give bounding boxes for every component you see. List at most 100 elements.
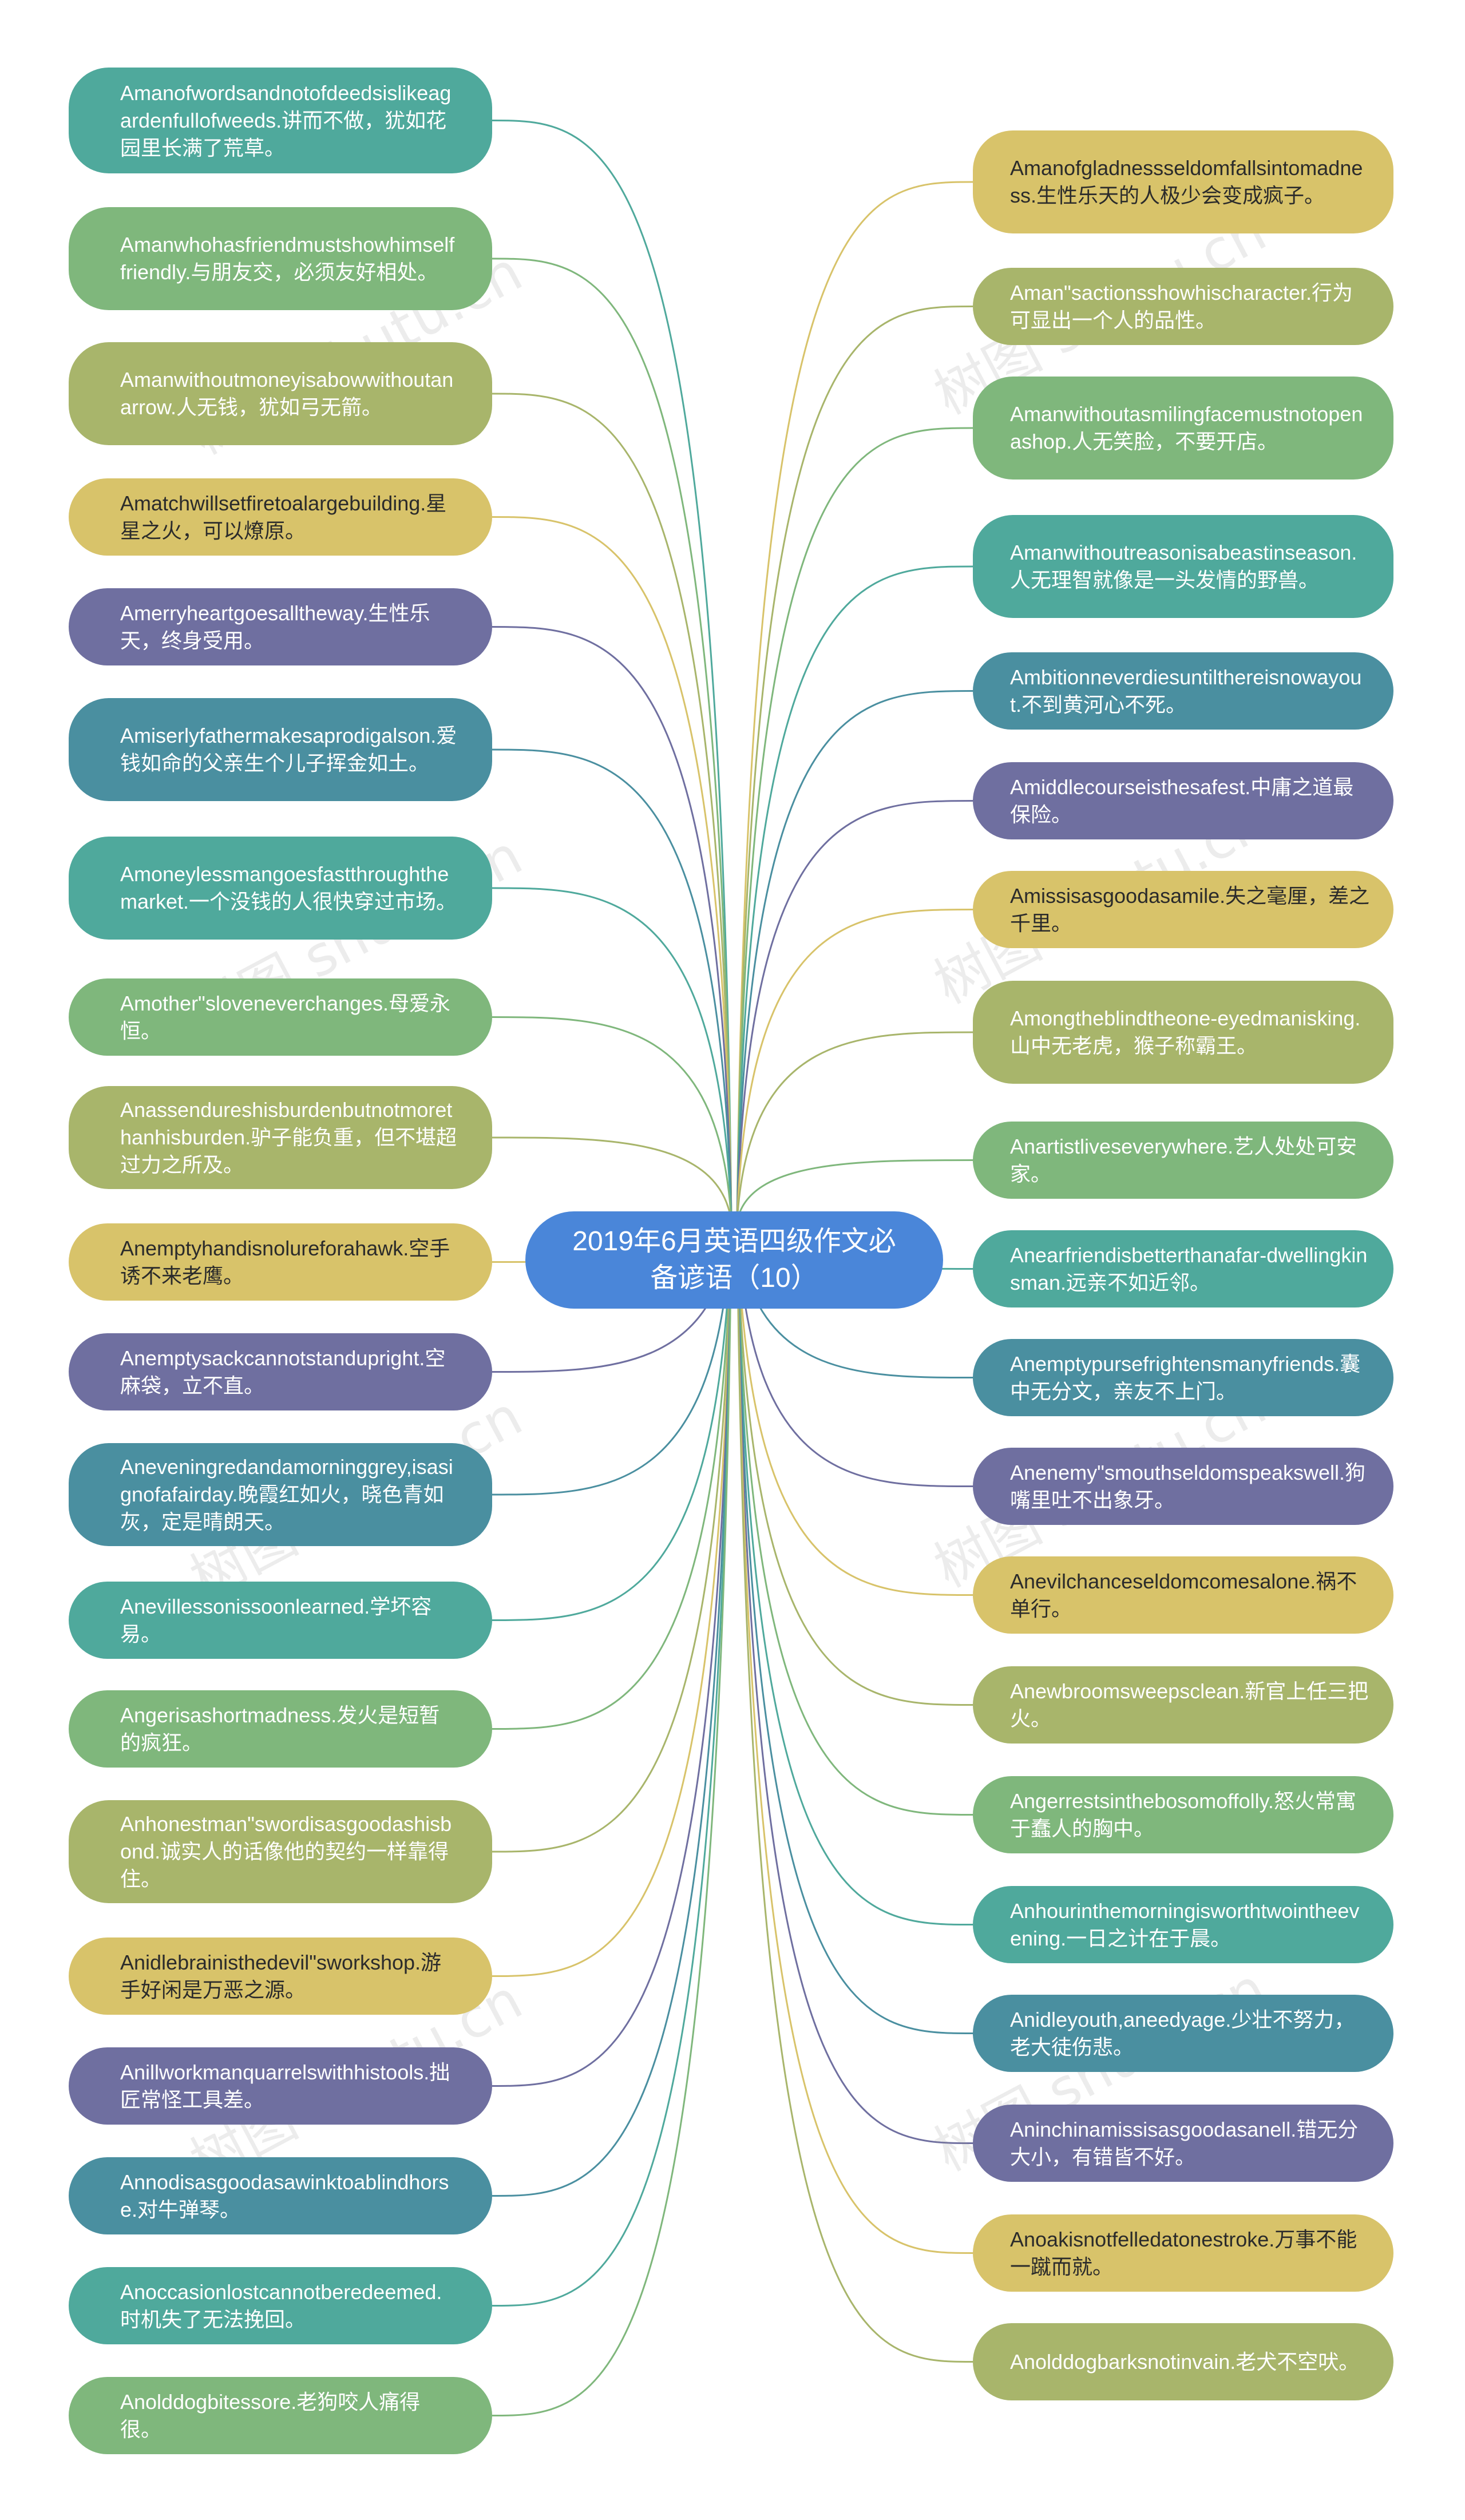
connector-line (492, 1221, 732, 1853)
connector-line (736, 1221, 973, 1816)
right-branch-node[interactable]: Anhourinthemorningisworthtwointheevening… (973, 1886, 1393, 1963)
right-branch-node[interactable]: Anevilchanceseldomcomesalone.祸不单行。 (973, 1556, 1393, 1634)
connector-line (492, 748, 732, 1222)
branch-node-text: Anhonestman"swordisasgoodashisbond.诚实人的话… (120, 1812, 452, 1891)
left-branch-node[interactable]: Anillworkmanquarrelswithhistools.拙匠常怪工具差… (69, 2047, 492, 2125)
left-branch-node[interactable]: Anoccasionlostcannotberedeemed.时机失了无法挽回。 (69, 2267, 492, 2344)
right-branch-node[interactable]: Amissisasgoodasamile.失之毫厘，差之千里。 (973, 871, 1393, 948)
right-branch-node[interactable]: Angerrestsinthebosomoffolly.怒火常寓于蠢人的胸中。 (973, 1776, 1393, 1853)
right-branch-node[interactable]: Aman"sactionsshowhischaracter.行为可显出一个人的品… (973, 268, 1393, 345)
right-branch-node[interactable]: Amongtheblindtheone-eyedmanisking.山中无老虎，… (973, 981, 1393, 1084)
branch-node-text: Anenemy"smouthseldomspeakswell.狗嘴里吐不出象牙。 (1010, 1460, 1366, 1512)
connector-line (736, 1221, 973, 2034)
branch-node-text: Amerryheartgoesalltheway.生性乐天，终身受用。 (120, 601, 430, 652)
connector-line (736, 181, 973, 1222)
left-branch-node[interactable]: Amanwhohasfriendmustshowhimselffriendly.… (69, 207, 492, 310)
right-branch-node[interactable]: Amiddlecourseisthesafest.中庸之道最保险。 (973, 762, 1393, 839)
connector-line (492, 1221, 732, 2307)
connector-line (492, 516, 732, 1222)
branch-node-text: Anemptyhandisnolureforahawk.空手诱不来老鹰。 (120, 1236, 450, 1287)
connector-line (736, 1159, 973, 1222)
connector-line (736, 306, 973, 1222)
right-branch-node[interactable]: Ambitionneverdiesuntilthereisnowayout.不到… (973, 652, 1393, 730)
branch-node-text: Anolddogbitessore.老狗咬人痛得很。 (120, 2390, 421, 2441)
left-branch-node[interactable]: Anolddogbitessore.老狗咬人痛得很。 (69, 2377, 492, 2454)
branch-node-text: Aninchinamissisasgoodasanell.错无分大小，有错皆不好… (1010, 2117, 1359, 2169)
left-branch-node[interactable]: Amatchwillsetfiretoalargebuilding.星星之火，可… (69, 478, 492, 556)
connector-line (736, 1221, 973, 2363)
branch-node-text: Anidleyouth,aneedyage.少壮不努力，老大徒伤悲。 (1010, 2007, 1355, 2059)
right-branch-node[interactable]: Anemptypursefrightensmanyfriends.囊中无分文，亲… (973, 1339, 1393, 1416)
branch-node-text: Amoneylessmangoesfastthroughthemarket.一个… (120, 862, 457, 913)
right-branch-node[interactable]: Amanwithoutasmilingfacemustnotopenashop.… (973, 377, 1393, 480)
left-branch-node[interactable]: Angerisashortmadness.发火是短暂的疯狂。 (69, 1690, 492, 1768)
branch-node-text: Amanofgladnessseldomfallsintomadness.生性乐… (1010, 156, 1363, 207)
right-branch-node[interactable]: Anolddogbarksnotinvain.老犬不空吠。 (973, 2323, 1393, 2400)
connector-line (492, 1016, 732, 1222)
right-branch-node[interactable]: Anenemy"smouthseldomspeakswell.狗嘴里吐不出象牙。 (973, 1448, 1393, 1525)
left-branch-node[interactable]: Anemptysackcannotstandupright.空麻袋，立不直。 (69, 1333, 492, 1410)
branch-node-text: Anewbroomsweepsclean.新官上任三把火。 (1010, 1679, 1369, 1730)
branch-node-text: Anoakisnotfelledatonestroke.万事不能一蹴而就。 (1010, 2227, 1357, 2279)
branch-node-text: Amanwithoutreasonisabeastinseason.人无理智就像… (1010, 541, 1357, 592)
connector-line (736, 909, 973, 1222)
branch-node-text: Amiserlyfathermakesaprodigalson.爱钱如命的父亲生… (120, 724, 457, 775)
connector-line (736, 1221, 973, 1925)
branch-node-text: Anolddogbarksnotinvain.老犬不空吠。 (1010, 2349, 1360, 2374)
left-branch-node[interactable]: Amoneylessmangoesfastthroughthemarket.一个… (69, 837, 492, 940)
branch-node-text: Amanofwordsandnotofdeedsislikeagardenful… (120, 81, 452, 160)
branch-node-text: Amother"sloveneverchanges.母爱永恒。 (120, 991, 451, 1043)
right-branch-node[interactable]: Anearfriendisbetterthanafar-dwellingkins… (973, 1230, 1393, 1307)
branch-node-text: Angerisashortmadness.发火是短暂的疯狂。 (120, 1703, 440, 1754)
connector-line (736, 1221, 973, 2144)
branch-node-text: Anhourinthemorningisworthtwointheevening… (1010, 1899, 1360, 1950)
branch-node-text: Annodisasgoodasawinktoablindhorse.对牛弹琴。 (120, 2170, 449, 2221)
right-branch-node[interactable]: Aninchinamissisasgoodasanell.错无分大小，有错皆不好… (973, 2105, 1393, 2182)
connector-line (492, 1221, 732, 2087)
right-branch-node[interactable]: Amanwithoutreasonisabeastinseason.人无理智就像… (973, 515, 1393, 618)
left-branch-node[interactable]: Anidlebrainisthedevil"sworkshop.游手好闲是万恶之… (69, 1937, 492, 2015)
branch-node-text: Anemptysackcannotstandupright.空麻袋，立不直。 (120, 1346, 446, 1397)
right-branch-node[interactable]: Anartistliveseverywhere.艺人处处可安家。 (973, 1122, 1393, 1199)
central-topic[interactable]: 2019年6月英语四级作文必备谚语（10） (525, 1211, 943, 1309)
connector-line (492, 1136, 732, 1222)
connector-line (736, 427, 973, 1222)
left-branch-node[interactable]: Amanwithoutmoneyisabowwithoutanarrow.人无钱… (69, 342, 492, 445)
connector-line (492, 1221, 732, 2416)
left-branch-node[interactable]: Anevillessonissoonlearned.学坏容易。 (69, 1582, 492, 1659)
branch-node-text: Anillworkmanquarrelswithhistools.拙匠常怪工具差… (120, 2060, 450, 2111)
branch-node-text: Anevillessonissoonlearned.学坏容易。 (120, 1594, 432, 1646)
connector-line (736, 1221, 973, 1487)
right-branch-node[interactable]: Anewbroomsweepsclean.新官上任三把火。 (973, 1666, 1393, 1744)
right-branch-node[interactable]: Anoakisnotfelledatonestroke.万事不能一蹴而就。 (973, 2214, 1393, 2292)
branch-node-text: Aneveningredandamorninggrey,isasignofafa… (120, 1455, 453, 1534)
connector-line (492, 1221, 732, 1977)
left-branch-node[interactable]: Anemptyhandisnolureforahawk.空手诱不来老鹰。 (69, 1223, 492, 1301)
connector-line (736, 1221, 973, 1706)
left-branch-node[interactable]: Anassendureshisburdenbutnotmorethanhisbu… (69, 1086, 492, 1189)
connector-line (492, 1221, 732, 2197)
right-branch-node[interactable]: Anidleyouth,aneedyage.少壮不努力，老大徒伤悲。 (973, 1995, 1393, 2072)
connector-line (492, 1221, 732, 1496)
left-branch-node[interactable]: Amiserlyfathermakesaprodigalson.爱钱如命的父亲生… (69, 698, 492, 801)
right-branch-node[interactable]: Amanofgladnessseldomfallsintomadness.生性乐… (973, 130, 1393, 233)
left-branch-node[interactable]: Amanofwordsandnotofdeedsislikeagardenful… (69, 68, 492, 173)
connector-line (736, 1221, 973, 1596)
branch-node-text: Amongtheblindtheone-eyedmanisking.山中无老虎，… (1010, 1007, 1361, 1057)
left-branch-node[interactable]: Annodisasgoodasawinktoablindhorse.对牛弹琴。 (69, 2157, 492, 2234)
connector-line (736, 1031, 973, 1222)
connector-line (736, 1221, 973, 2254)
branch-node-text: Anassendureshisburdenbutnotmorethanhisbu… (120, 1098, 457, 1176)
connector-line (736, 690, 973, 1222)
branch-node-text: Amanwithoutasmilingfacemustnotopenashop.… (1010, 402, 1363, 453)
connector-line (492, 1221, 732, 1730)
branch-node-text: Aman"sactionsshowhischaracter.行为可显出一个人的品… (1010, 280, 1353, 332)
branch-node-text: Anemptypursefrightensmanyfriends.囊中无分文，亲… (1010, 1352, 1361, 1403)
left-branch-node[interactable]: Anhonestman"swordisasgoodashisbond.诚实人的话… (69, 1800, 492, 1903)
left-branch-node[interactable]: Amother"sloveneverchanges.母爱永恒。 (69, 978, 492, 1056)
connector-line (492, 626, 732, 1222)
connector-line (492, 393, 732, 1222)
left-branch-node[interactable]: Aneveningredandamorninggrey,isasignofafa… (69, 1443, 492, 1546)
left-branch-node[interactable]: Amerryheartgoesalltheway.生性乐天，终身受用。 (69, 588, 492, 665)
